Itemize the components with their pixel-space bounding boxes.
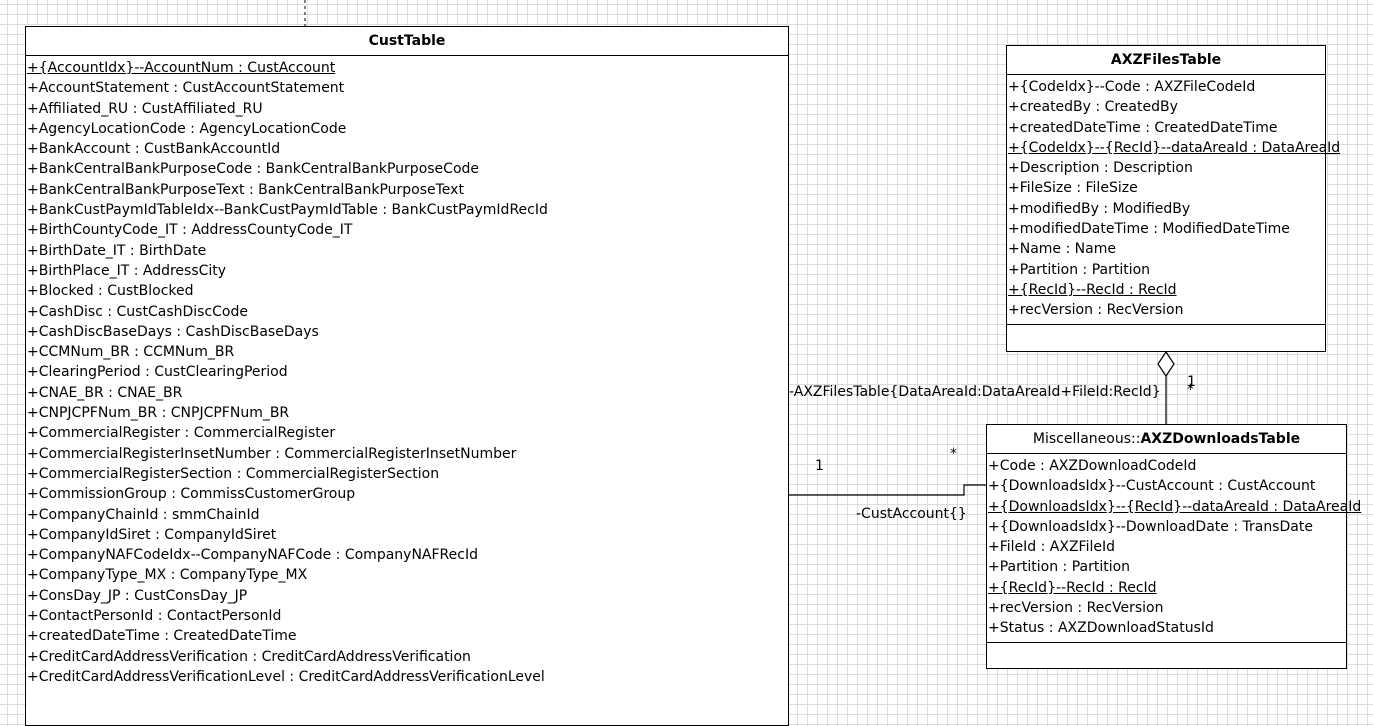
attribute-list: +{CodeIdx}--Code : AXZFileCodeId +created… — [1007, 75, 1341, 325]
attribute-row: +ConsDay_JP : CustConsDay_JP — [27, 587, 248, 604]
attribute-row: +CompanyIdSiret : CompanyIdSiret — [27, 526, 277, 543]
axz-downloads-table-class[interactable]: Miscellaneous::AXZDownloadsTable +Code :… — [986, 424, 1362, 669]
class-title: AXZFilesTable — [1110, 52, 1222, 68]
cust-multiplicity-one: 1 — [815, 458, 824, 474]
attribute-row: +CreditCardAddressVerificationLevel : Cr… — [27, 668, 545, 685]
attribute-row: +Status : AXZDownloadStatusId — [988, 620, 1214, 637]
attribute-row: +FileSize : FileSize — [1008, 180, 1138, 197]
attribute-row: +modifiedBy : ModifiedBy — [1008, 200, 1191, 217]
attribute-row: +createdBy : CreatedBy — [1008, 99, 1178, 116]
attribute-row: +CNPJCPFNum_BR : CNPJCPFNum_BR — [27, 405, 290, 422]
axz-files-table-class[interactable]: AXZFilesTable +{CodeIdx}--Code : AXZFile… — [1006, 45, 1341, 352]
class-header: AXZFilesTable — [1007, 46, 1325, 75]
files-multiplicity-one: 1 — [1187, 374, 1196, 390]
attribute-row: +{RecId}--RecId : RecId — [988, 579, 1157, 596]
cust-multiplicity-many: * — [950, 446, 957, 462]
attribute-row: +BirthPlace_IT : AddressCity — [27, 262, 227, 279]
files-role-label: -AXZFilesTable{DataAreaId:DataAreaId+Fil… — [789, 384, 1161, 400]
operations-compartment — [987, 643, 1346, 667]
cust-role-label: -CustAccount{} — [856, 506, 967, 522]
attribute-row: +CNAE_BR : CNAE_BR — [27, 384, 183, 401]
attribute-row: +BankCentralBankPurposeCode : BankCentra… — [27, 161, 480, 178]
attribute-row: +CreditCardAddressVerification : CreditC… — [27, 648, 471, 665]
attribute-row: +Partition : Partition — [1008, 261, 1151, 278]
attribute-row: +CompanyNAFCodeIdx--CompanyNAFCode : Com… — [27, 547, 478, 564]
attribute-row: +{DownloadsIdx}--DownloadDate : TransDat… — [988, 518, 1313, 535]
attribute-row: +modifiedDateTime : ModifiedDateTime — [1008, 221, 1290, 238]
attribute-row: +AccountStatement : CustAccountStatement — [27, 80, 345, 97]
attribute-row: +ClearingPeriod : CustClearingPeriod — [27, 364, 288, 381]
attribute-row: +ContactPersonId : ContactPersonId — [27, 608, 282, 625]
attribute-row: +Name : Name — [1008, 241, 1116, 258]
attribute-row: +Affiliated_RU : CustAffiliated_RU — [27, 100, 263, 117]
attribute-row: +BankAccount : CustBankAccountId — [27, 141, 281, 158]
attribute-row: +{CodeIdx}--Code : AXZFileCodeId — [1008, 79, 1256, 95]
attribute-row: +CashDiscBaseDays : CashDiscBaseDays — [27, 323, 319, 340]
attribute-row: +{RecId}--RecId : RecId — [1008, 281, 1177, 298]
class-title: AXZDownloadsTable — [1140, 431, 1301, 447]
attribute-row: +CCMNum_BR : CCMNum_BR — [27, 344, 235, 361]
files-multiplicity-many: * — [1187, 382, 1194, 398]
association-lines — [304, 0, 1175, 496]
attribute-row: +BankCustPaymIdTableIdx--BankCustPaymIdT… — [27, 202, 548, 219]
attribute-row: +CompanyChainId : smmChainId — [27, 506, 260, 523]
attribute-row: +CommercialRegister : CommercialRegister — [27, 425, 336, 442]
attribute-row: +BirthCountyCode_IT : AddressCountyCode_… — [27, 222, 353, 239]
class-title: CustTable — [368, 33, 446, 49]
association-line — [789, 484, 986, 496]
operations-compartment — [1007, 325, 1325, 349]
attribute-row: +createdDateTime : CreatedDateTime — [27, 628, 297, 645]
attribute-row: +AgencyLocationCode : AgencyLocationCode — [27, 120, 347, 137]
attribute-row: +CompanyType_MX : CompanyType_MX — [27, 567, 308, 584]
class-package: Miscellaneous:: — [1032, 431, 1141, 447]
attribute-row: +recVersion : RecVersion — [988, 600, 1164, 617]
attribute-row: +Partition : Partition — [988, 559, 1131, 576]
attribute-list: +{AccountIdx}--AccountNum : CustAccount +… — [26, 56, 788, 690]
attribute-row: +Blocked : CustBlocked — [27, 283, 194, 300]
attribute-row: +{CodeIdx}--{RecId}--dataAreaId : DataAr… — [1008, 139, 1341, 156]
aggregation-diamond-icon — [1157, 350, 1175, 378]
attribute-row: +CommercialRegisterInsetNumber : Commerc… — [27, 445, 517, 462]
attribute-row: +{DownloadsIdx}--CustAccount : CustAccou… — [988, 478, 1316, 495]
attribute-row: +{DownloadsIdx}--{RecId}--dataAreaId : D… — [988, 498, 1362, 515]
attribute-row: +Description : Description — [1008, 160, 1193, 177]
attribute-row: +FileId : AXZFileId — [988, 539, 1115, 556]
attribute-row: +createdDateTime : CreatedDateTime — [1008, 119, 1278, 136]
attribute-row: +{AccountIdx}--AccountNum : CustAccount — [27, 60, 336, 76]
attribute-row: +Code : AXZDownloadCodeId — [988, 458, 1197, 474]
attribute-list: +Code : AXZDownloadCodeId +{DownloadsIdx}… — [987, 454, 1362, 643]
attribute-row: +BirthDate_IT : BirthDate — [27, 242, 207, 259]
attribute-row: +recVersion : RecVersion — [1008, 302, 1184, 319]
class-header: CustTable — [26, 27, 788, 56]
cust-table-class[interactable]: CustTable +{AccountIdx}--AccountNum : Cu… — [25, 26, 789, 726]
class-header: Miscellaneous::AXZDownloadsTable — [987, 425, 1346, 454]
attribute-row: +CommissionGroup : CommissCustomerGroup — [27, 486, 356, 503]
attribute-row: +BankCentralBankPurposeText : BankCentra… — [27, 181, 464, 198]
attribute-row: +CashDisc : CustCashDiscCode — [27, 303, 248, 320]
attribute-row: +CommercialRegisterSection : CommercialR… — [27, 465, 440, 482]
